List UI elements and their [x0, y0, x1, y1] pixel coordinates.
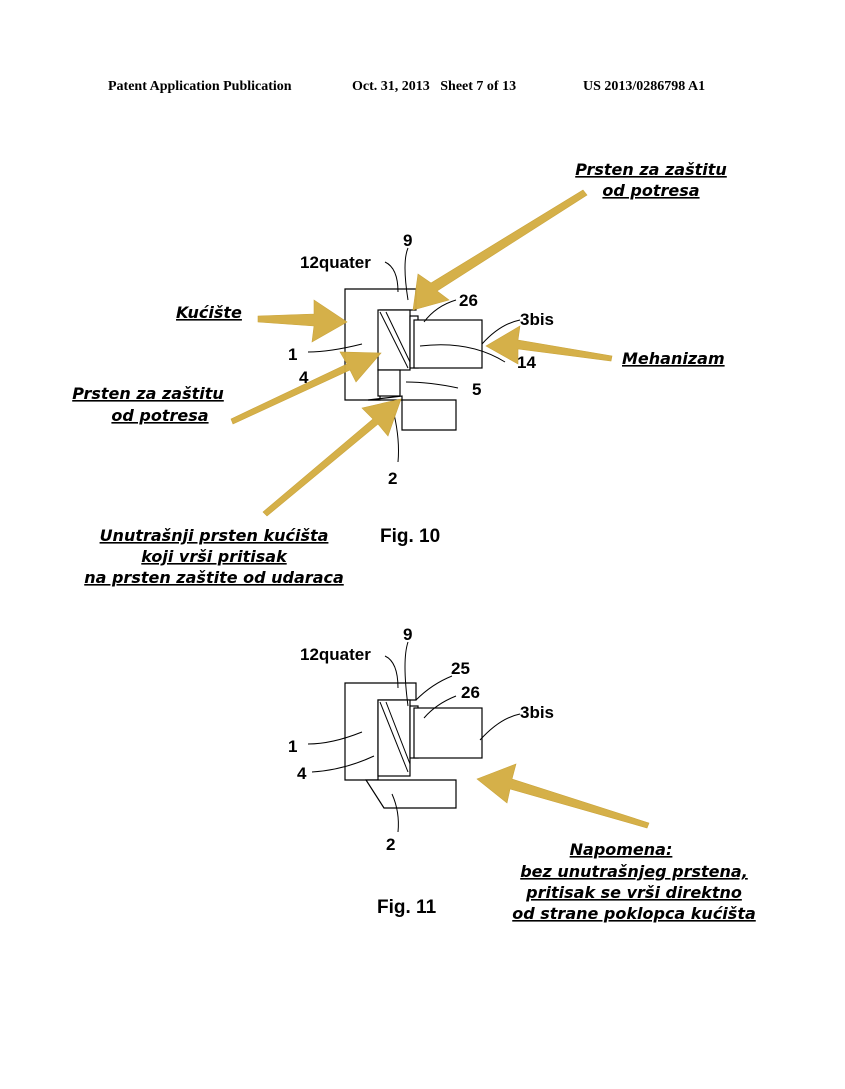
fig11-mechanism-block — [414, 708, 482, 758]
fig11-bottom-cover — [366, 780, 456, 808]
fig11-ref-25: 25 — [451, 659, 470, 678]
fig10-caption: Fig. 10 — [380, 526, 440, 547]
fig11-ref-12quater: 12quater — [300, 645, 371, 664]
fig10-lead-12quater — [385, 262, 398, 292]
fig11-ref-26: 26 — [461, 683, 480, 702]
date-sheet-label: Oct. 31, 2013 Sheet 7 of 13 — [352, 79, 516, 94]
inner-ring-line2: koji vrši pritisak — [141, 547, 288, 566]
inner-ring-line3: na prsten zaštite od udaraca — [84, 568, 344, 587]
arrow-shock-ring-top — [413, 190, 587, 310]
note-line3: pritisak se vrši direktno — [525, 883, 742, 902]
shock-ring-top-line2: od potresa — [602, 181, 699, 200]
fig10-ref-14: 14 — [517, 353, 536, 372]
mechanism-label: Mehanizam — [622, 349, 725, 368]
publication-number: US 2013/0286798 A1 — [583, 79, 705, 94]
shock-ring-top-line1: Prsten za zaštitu — [575, 160, 727, 179]
arrow-inner-ring — [263, 399, 401, 516]
fig10-lead-5 — [406, 382, 458, 388]
shock-ring-left-line1: Prsten za zaštitu — [72, 384, 224, 403]
fig11-ref-4: 4 — [297, 764, 307, 783]
fig11-ref-3bis: 3bis — [520, 703, 554, 722]
housing-label: Kućište — [176, 303, 242, 322]
fig10-ref-2: 2 — [388, 469, 397, 488]
fig10-mechanism-block — [414, 320, 482, 368]
note-line2: bez unutrašnjeg prstena, — [520, 862, 748, 881]
note-line1: Napomena: — [570, 840, 673, 859]
inner-ring-line1: Unutrašnji prsten kućišta — [100, 526, 329, 545]
fig11-lead-3bis — [480, 714, 520, 740]
fig10-ref-3bis: 3bis — [520, 310, 554, 329]
fig11-ref-9: 9 — [403, 625, 412, 644]
page-header: Patent Application Publication Oct. 31, … — [108, 79, 705, 94]
fig11-caption: Fig. 11 — [377, 897, 437, 918]
publication-label: Patent Application Publication — [108, 79, 292, 94]
fig10-lead-2 — [394, 414, 399, 462]
fig10-ref-26: 26 — [459, 291, 478, 310]
fig10-ref-9: 9 — [403, 231, 412, 250]
note-line4: od strane poklopca kućišta — [512, 904, 756, 923]
arrow-mechanism — [486, 326, 612, 364]
fig10-inner-ring — [378, 370, 400, 396]
fig11-lead-25 — [416, 676, 452, 700]
arrow-note — [477, 764, 649, 828]
fig10-ref-1: 1 — [288, 345, 297, 364]
fig10-ref-5: 5 — [472, 380, 481, 399]
fig11-ref-2: 2 — [386, 835, 395, 854]
shock-ring-left-line2: od potresa — [111, 406, 208, 425]
arrow-housing — [258, 300, 347, 342]
fig11-ref-1: 1 — [288, 737, 297, 756]
fig10-ref-12quater: 12quater — [300, 253, 371, 272]
